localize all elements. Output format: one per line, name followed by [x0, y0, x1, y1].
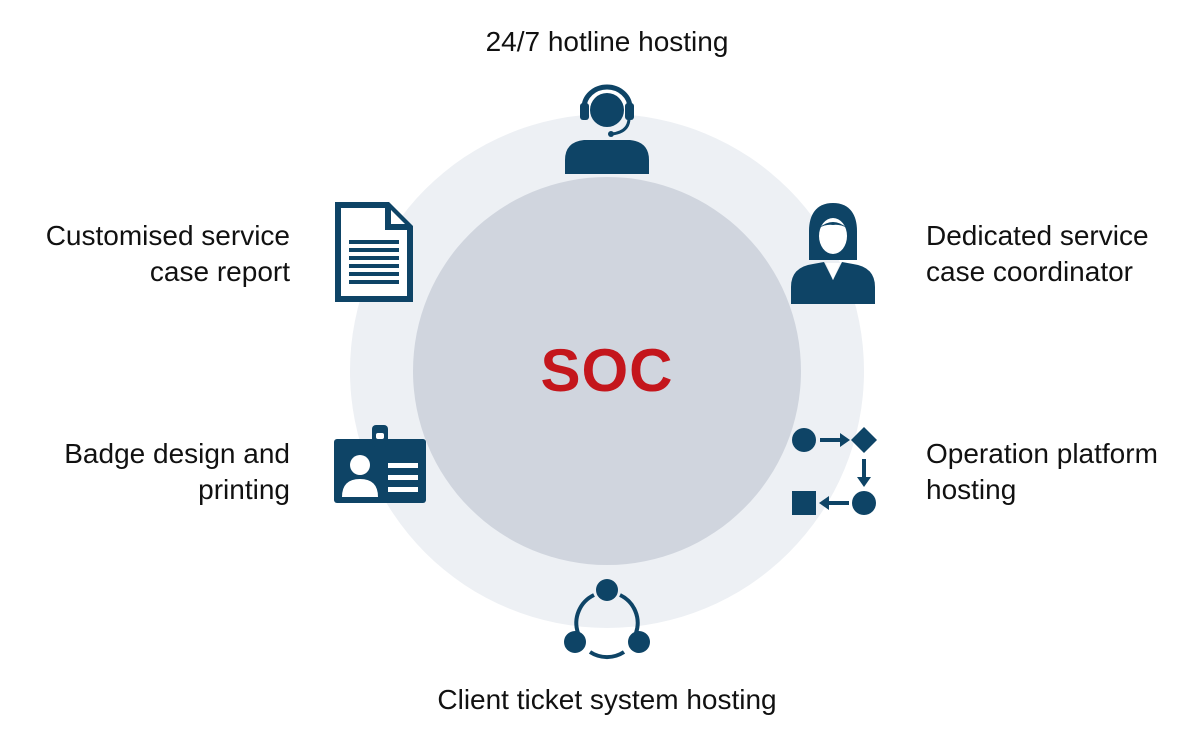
id-badge-icon — [334, 425, 426, 503]
service-label-platform: Operation platform hosting — [926, 438, 1158, 505]
service-label-coordinator: Dedicated service case coordinator — [926, 220, 1149, 287]
headset-agent-icon — [565, 84, 649, 174]
service-label-hotline: 24/7 hotline hosting — [485, 26, 729, 57]
female-coordinator-icon — [791, 203, 875, 304]
document-report-icon — [335, 202, 413, 302]
service-label-ticket-system: Client ticket system hosting — [437, 684, 777, 715]
network-cycle-icon — [564, 579, 650, 660]
process-flow-icon — [792, 427, 877, 515]
inner-circle — [413, 177, 801, 565]
service-label-badge: Badge design and printing — [64, 438, 290, 505]
center-label: SOC — [540, 337, 674, 404]
service-label-report: Customised service case report — [45, 220, 290, 287]
